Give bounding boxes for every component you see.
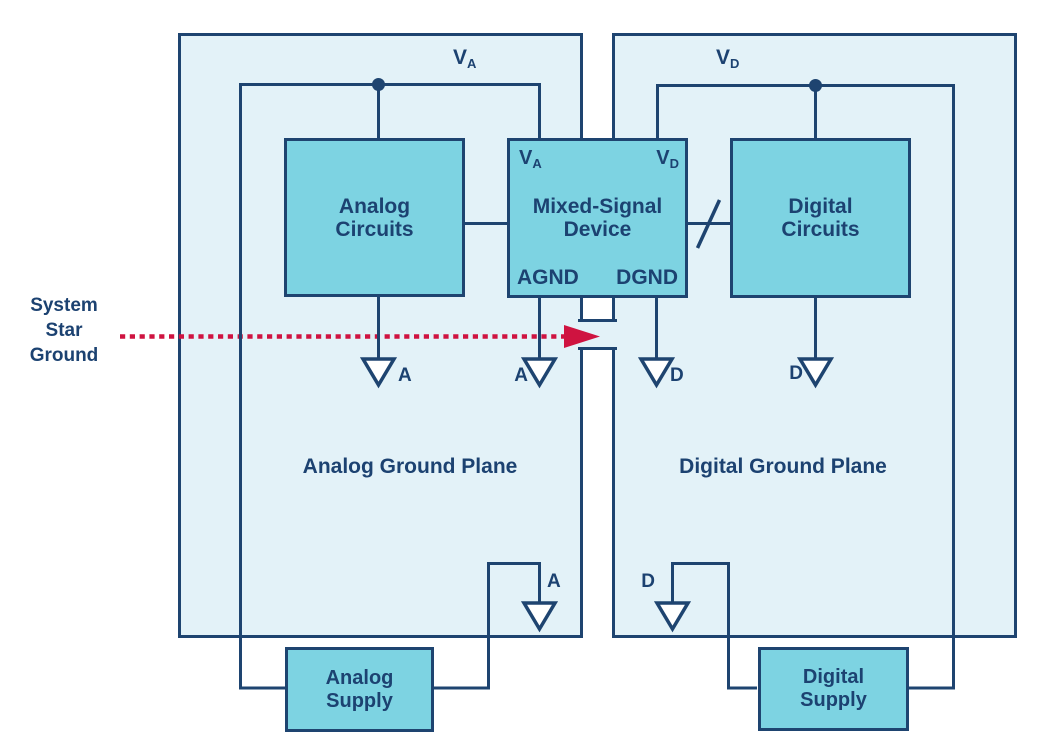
ground-marker-digital-supply: D: [641, 571, 655, 592]
ground-symbol-agnd-icon: [520, 357, 559, 389]
ground-marker-analog-supply: A: [547, 571, 561, 592]
wire-digital-supply-return: [671, 562, 757, 690]
vd-rail-label: VD: [716, 46, 740, 71]
ground-marker-digital-circuits: D: [789, 363, 803, 384]
ground-marker-agnd: A: [514, 365, 528, 386]
digital-supply-block: Digital Supply: [758, 647, 909, 731]
va-rail-label: VA: [453, 46, 477, 71]
msd-vd-pin: VD: [656, 147, 679, 171]
junction-dot-vd: [809, 79, 822, 92]
digital-circuits-block: Digital Circuits: [730, 138, 911, 298]
junction-dot-va: [372, 78, 385, 91]
mixed-signal-device-block: VA VD Mixed-Signal Device AGND DGND: [507, 138, 688, 298]
system-star-ground-label: System Star Ground: [29, 295, 99, 366]
digital-ground-plane-label: Digital Ground Plane: [679, 455, 887, 478]
ground-marker-analog-circuits: A: [398, 365, 412, 386]
star-ground-arrowhead-icon: [564, 325, 600, 348]
digital-supply-label: Digital Supply: [800, 666, 867, 711]
analog-supply-label: Analog Supply: [325, 666, 394, 712]
digital-circuits-label: Digital Circuits: [781, 195, 860, 241]
star-ground-bridge-borders: [578, 319, 617, 350]
analog-supply-block: Analog Supply: [285, 647, 434, 732]
msd-va-pin: VA: [519, 147, 542, 171]
mixed-signal-device-label: Mixed-Signal Device: [532, 195, 663, 241]
analog-circuits-label: Analog Circuits: [335, 194, 414, 241]
bus-slash-icon: [695, 199, 722, 249]
analog-ground-plane-label: Analog Ground Plane: [302, 455, 518, 478]
analog-circuits-block: Analog Circuits: [284, 138, 465, 297]
wire-analog-supply-return: [434, 562, 541, 690]
msd-agnd-pin: AGND: [517, 266, 579, 289]
ground-symbol-analog-circuits-icon: [359, 357, 398, 389]
ground-symbol-digital-supply-icon: [653, 601, 692, 633]
msd-dgnd-pin: DGND: [616, 266, 678, 289]
ground-marker-dgnd: D: [670, 365, 684, 386]
wire-vd-rail-and-digital-supply-right: [656, 84, 955, 690]
ground-symbol-dgnd-icon: [637, 357, 676, 389]
wire-va-rail-and-analog-supply-left: [239, 83, 541, 690]
ground-symbol-analog-supply-icon: [520, 601, 559, 633]
ground-symbol-digital-circuits-icon: [796, 357, 835, 389]
